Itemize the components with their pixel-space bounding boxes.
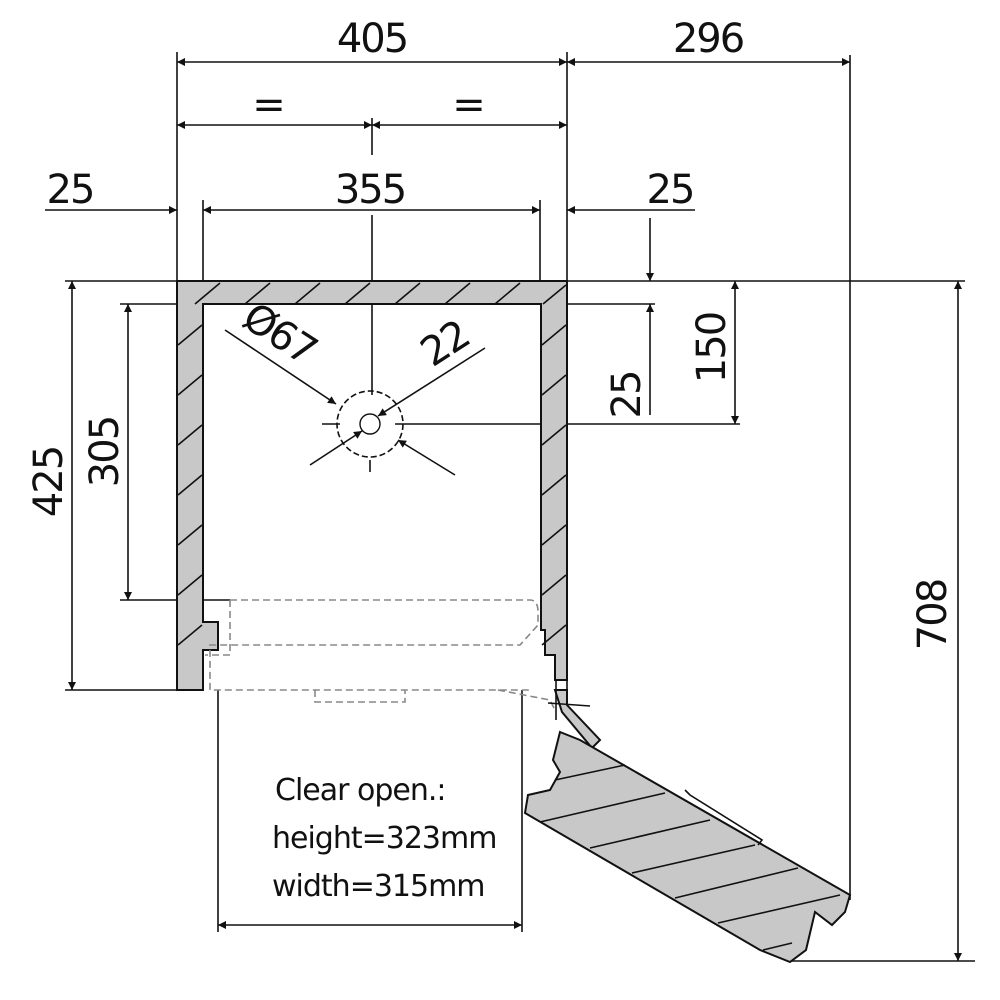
dimension-lines	[45, 58, 962, 961]
note-clear-height: height=323mm	[272, 821, 496, 856]
dim-hole-diameter: Ø67	[235, 294, 324, 374]
cabinet-walls	[176, 280, 568, 691]
dim-outer-height: 425	[26, 447, 72, 517]
dim-overall-width: 405	[337, 16, 407, 62]
dim-right-offset: 25	[647, 167, 694, 213]
dim-total-depth: 708	[910, 580, 956, 650]
dim-hole-from-top: 150	[689, 313, 735, 383]
hole-symbol	[224, 329, 486, 476]
dim-top-wall: 25	[604, 372, 650, 419]
dim-equal-left: =	[252, 82, 284, 128]
shelf-outline-dashed	[205, 599, 556, 711]
dim-inner-width: 355	[335, 167, 405, 213]
dim-left-offset: 25	[47, 167, 94, 213]
dim-inner-height: 305	[82, 417, 128, 487]
dim-door-swing: 296	[673, 16, 743, 62]
dim-bolt-diameter: 22	[413, 312, 477, 376]
door-panel	[523, 680, 852, 964]
note-clear-opening-title: Clear open.:	[275, 773, 446, 808]
note-clear-width: width=315mm	[272, 869, 485, 904]
dim-equal-right: =	[452, 82, 484, 128]
